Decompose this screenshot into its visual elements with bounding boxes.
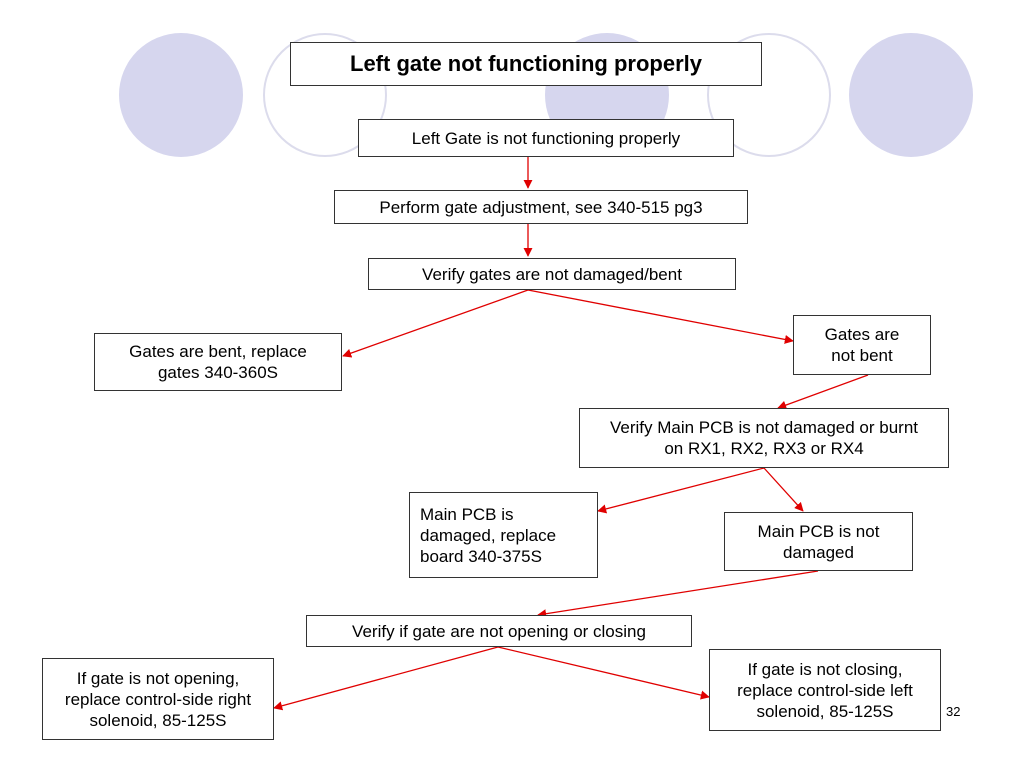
arrow-not-damaged-to-verify-open-close bbox=[537, 570, 819, 619]
decor-circle-1 bbox=[119, 33, 243, 157]
page-number: 32 bbox=[946, 704, 961, 719]
decor-circle-4 bbox=[707, 33, 831, 157]
decor-circle-2 bbox=[263, 33, 387, 157]
node-gate-adjustment: Perform gate adjustment, see 340-515 pg3 bbox=[334, 190, 748, 224]
node-not-opening: If gate is not opening, replace control-… bbox=[42, 658, 274, 740]
node-gates-bent: Gates are bent, replace gates 340-360S bbox=[94, 333, 342, 391]
node-verify-gates: Verify gates are not damaged/bent bbox=[368, 258, 736, 290]
decor-circle-5 bbox=[849, 33, 973, 157]
node-verify-open-close: Verify if gate are not opening or closin… bbox=[306, 615, 692, 647]
node-gates-not-bent: Gates are not bent bbox=[793, 315, 931, 375]
arrow-verify-gates-to-bent bbox=[342, 289, 529, 358]
node-pcb-damaged: Main PCB is damaged, replace board 340-3… bbox=[409, 492, 598, 578]
diagram-title: Left gate not functioning properly bbox=[290, 42, 762, 86]
arrow-verify-gates-to-not-bent bbox=[527, 289, 794, 344]
node-start: Left Gate is not functioning properly bbox=[358, 119, 734, 157]
arrow-verify-pcb-to-not-damaged bbox=[763, 467, 804, 512]
node-pcb-not-damaged: Main PCB is not damaged bbox=[724, 512, 913, 571]
arrow-verify-to-not-opening bbox=[273, 646, 499, 711]
arrow-not-bent-to-verify-pcb bbox=[777, 374, 869, 410]
node-verify-pcb: Verify Main PCB is not damaged or burnt … bbox=[579, 408, 949, 468]
arrow-verify-pcb-to-damaged bbox=[597, 467, 765, 514]
node-not-closing: If gate is not closing, replace control-… bbox=[709, 649, 941, 731]
arrow-verify-to-not-closing bbox=[497, 646, 710, 700]
